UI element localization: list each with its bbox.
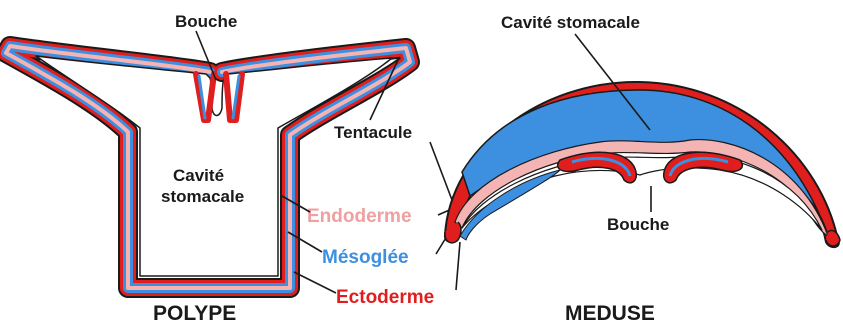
mesoglea-label: Mésoglée xyxy=(322,247,409,268)
polyp-mouth-label: Bouche xyxy=(175,12,237,31)
medusa-mouth-label: Bouche xyxy=(607,215,669,234)
endoderm-label: Endoderme xyxy=(307,206,412,227)
ectoderm-leader-medusa xyxy=(456,242,460,290)
ectoderm-leader-polyp xyxy=(294,272,336,293)
medusa-right-rim xyxy=(826,230,840,246)
polyp-cavity-label-line1: Cavité xyxy=(173,166,224,185)
tentacle-leader-medusa xyxy=(430,142,452,200)
ectoderm-label: Ectoderme xyxy=(336,287,434,308)
polyp-title: POLYPE xyxy=(153,302,236,325)
medusa-cavity-label: Cavité stomacale xyxy=(501,13,640,32)
tentacle-label: Tentacule xyxy=(334,123,412,142)
medusa-title: MEDUSE xyxy=(565,302,655,325)
polyp-cavity-label-line2: stomacale xyxy=(161,187,244,206)
